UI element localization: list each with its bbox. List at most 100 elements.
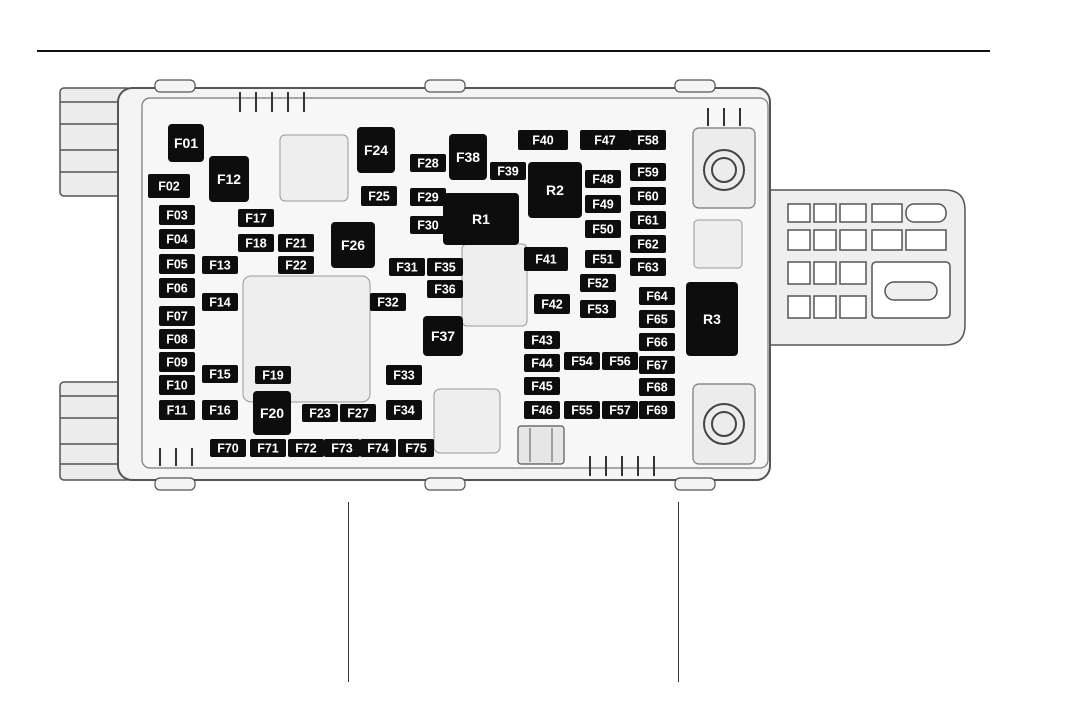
fuse-f47: F47	[580, 130, 630, 150]
fuse-body	[564, 401, 600, 419]
fuse-body	[168, 124, 204, 162]
fuse-f05: F05	[159, 254, 195, 274]
fuse-label: F66	[646, 336, 668, 350]
fuse-f36: F36	[427, 280, 463, 298]
fuse-f59: F59	[630, 163, 666, 181]
fuse-label: F58	[637, 134, 659, 148]
fuse-body	[410, 154, 446, 172]
fuse-f63: F63	[630, 258, 666, 276]
fuse-f31: F31	[389, 258, 425, 276]
fuse-label: F15	[209, 368, 231, 382]
fuse-f40: F40	[518, 130, 568, 150]
fuse-body	[630, 235, 666, 253]
fuse-f24: F24	[357, 127, 395, 173]
fuse-body	[324, 439, 360, 457]
fuse-f62: F62	[630, 235, 666, 253]
fuse-body	[357, 127, 395, 173]
fuse-f64: F64	[639, 287, 675, 305]
fuse-f15: F15	[202, 365, 238, 383]
fuse-label: F12	[217, 171, 241, 187]
fuse-label: F26	[341, 237, 365, 253]
fuse-body	[202, 400, 238, 420]
fuse-f54: F54	[564, 352, 600, 370]
fuse-body	[210, 439, 246, 457]
fuse-body	[524, 377, 560, 395]
fuse-label: F67	[646, 359, 668, 373]
fuse-f37: F37	[423, 316, 463, 356]
fuse-body	[159, 352, 195, 372]
fuse-label: F09	[166, 356, 188, 370]
relay-body	[686, 282, 738, 356]
fuse-label: F69	[646, 404, 668, 418]
fuse-label: F40	[532, 134, 554, 148]
fuse-body	[360, 439, 396, 457]
fuse-f58: F58	[630, 130, 666, 150]
fuse-label: F11	[167, 404, 188, 418]
fuse-f42: F42	[534, 294, 570, 314]
fuse-body	[148, 174, 190, 198]
fuse-body	[630, 187, 666, 205]
fuse-f28: F28	[410, 154, 446, 172]
fuse-body	[159, 329, 195, 349]
fuse-f25: F25	[361, 186, 397, 206]
fuse-f33: F33	[386, 365, 422, 385]
left-connector-bottom	[59, 381, 131, 481]
fuse-label: F44	[531, 357, 553, 371]
fuse-label: F03	[166, 209, 188, 223]
fuse-body	[639, 287, 675, 305]
fuse-label: F08	[166, 333, 188, 347]
fuse-f61: F61	[630, 211, 666, 229]
fuse-label: F45	[531, 380, 553, 394]
fuse-f56: F56	[602, 352, 638, 370]
fuse-body	[490, 162, 526, 180]
fuse-f69: F69	[639, 401, 675, 419]
fuse-body	[534, 294, 570, 314]
right-mounting-bracket	[769, 189, 966, 346]
fuse-f51: F51	[585, 250, 621, 268]
fuse-f35: F35	[427, 258, 463, 276]
fuse-f71: F71	[250, 439, 286, 457]
fuse-body	[278, 256, 314, 274]
fuse-body	[524, 247, 568, 271]
fuse-body	[564, 352, 600, 370]
fuse-body	[410, 216, 446, 234]
fuse-label: F36	[434, 283, 456, 297]
fuse-body	[630, 211, 666, 229]
fuse-label: F37	[431, 328, 455, 344]
fuse-f30: F30	[410, 216, 446, 234]
fuse-body	[449, 134, 487, 180]
fuse-label: F16	[209, 404, 231, 418]
fuse-label: F06	[166, 282, 188, 296]
fuse-f07: F07	[159, 306, 195, 326]
fuse-body	[585, 220, 621, 238]
fuse-label: F62	[637, 238, 659, 252]
fuse-f70: F70	[210, 439, 246, 457]
fuse-body	[524, 331, 560, 349]
fuse-body	[630, 130, 666, 150]
fuse-label: F20	[260, 405, 284, 421]
fuse-f26: F26	[331, 222, 375, 268]
fuse-f68: F68	[639, 378, 675, 396]
fuse-label: F33	[393, 369, 415, 383]
fuse-body	[630, 258, 666, 276]
fuse-body	[370, 293, 406, 311]
fuse-f50: F50	[585, 220, 621, 238]
fuse-f65: F65	[639, 310, 675, 328]
fuse-label: F07	[166, 310, 188, 324]
fuse-label: F64	[646, 290, 668, 304]
fuse-body	[580, 300, 616, 318]
fuse-f41: F41	[524, 247, 568, 271]
fuse-f04: F04	[159, 229, 195, 249]
fuse-f32: F32	[370, 293, 406, 311]
fuse-f20: F20	[253, 391, 291, 435]
leader-line-left	[348, 502, 349, 682]
fuse-body	[639, 333, 675, 351]
fuse-label: F41	[535, 253, 557, 267]
fuse-body	[410, 188, 446, 206]
fuse-f52: F52	[580, 274, 616, 292]
fuse-f10: F10	[159, 375, 195, 395]
fuse-f38: F38	[449, 134, 487, 180]
fuse-label: F35	[434, 261, 456, 275]
fuse-label: F21	[285, 237, 307, 251]
